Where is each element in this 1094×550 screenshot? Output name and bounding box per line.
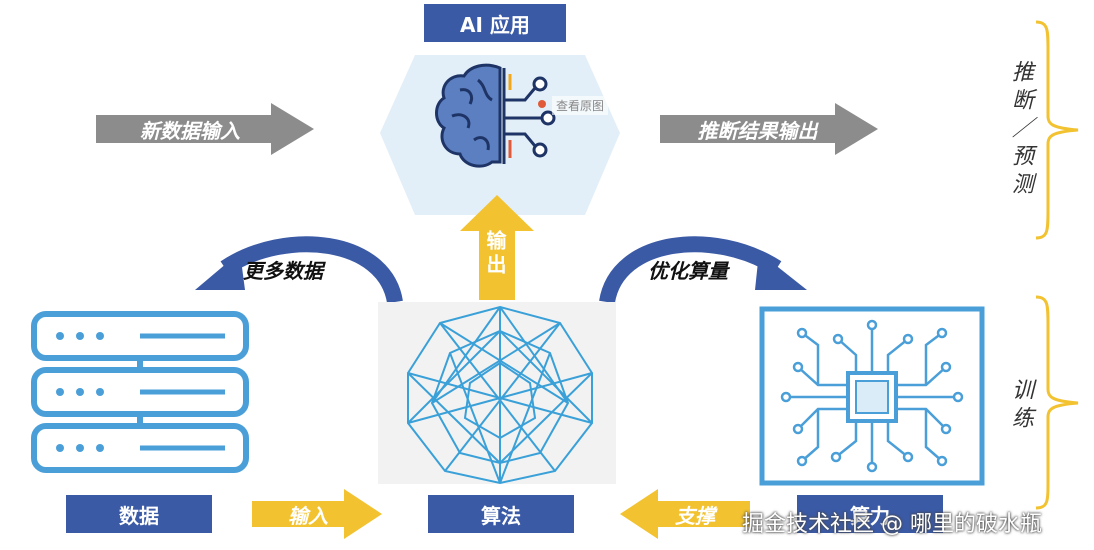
inference-prediction-label: 推断／预测	[1008, 60, 1033, 200]
ai-app-label: AI 应用	[424, 4, 566, 42]
inference-bracket	[1035, 20, 1079, 240]
data-label: 数据	[66, 495, 212, 533]
training-bracket	[1035, 295, 1079, 510]
optimize-compute-curve-arrow	[599, 236, 807, 304]
training-label: 训练	[1008, 378, 1033, 434]
output-up-arrow	[460, 195, 534, 300]
input-bottom-label: 输入	[288, 503, 328, 528]
algorithm-label: 算法	[428, 495, 574, 533]
optimize-compute-label: 优化算量	[648, 259, 728, 283]
brain-circuit-icon	[435, 63, 556, 168]
more-data-label: 更多数据	[243, 259, 323, 283]
support-left-arrow	[620, 489, 750, 539]
view-original-hint[interactable]: 查看原图	[552, 96, 609, 115]
inference-output-arrow	[660, 103, 878, 155]
output-vertical-label: 输出	[483, 230, 507, 278]
support-bottom-label: 支撑	[675, 503, 715, 528]
new-data-input-arrow	[96, 103, 314, 155]
chip-circuit-icon	[759, 306, 985, 486]
more-data-curve-arrow	[195, 236, 403, 304]
polyhedron-network-icon	[407, 305, 593, 485]
input-right-arrow	[252, 489, 382, 539]
watermark-text: 掘金技术社区 @ 哪里的破水瓶	[742, 512, 1042, 537]
compute-label: 算力	[797, 495, 943, 533]
new-data-input-label: 新数据输入	[140, 118, 240, 143]
inference-output-label: 推断结果输出	[697, 118, 818, 143]
server-stack-icon	[31, 311, 249, 473]
